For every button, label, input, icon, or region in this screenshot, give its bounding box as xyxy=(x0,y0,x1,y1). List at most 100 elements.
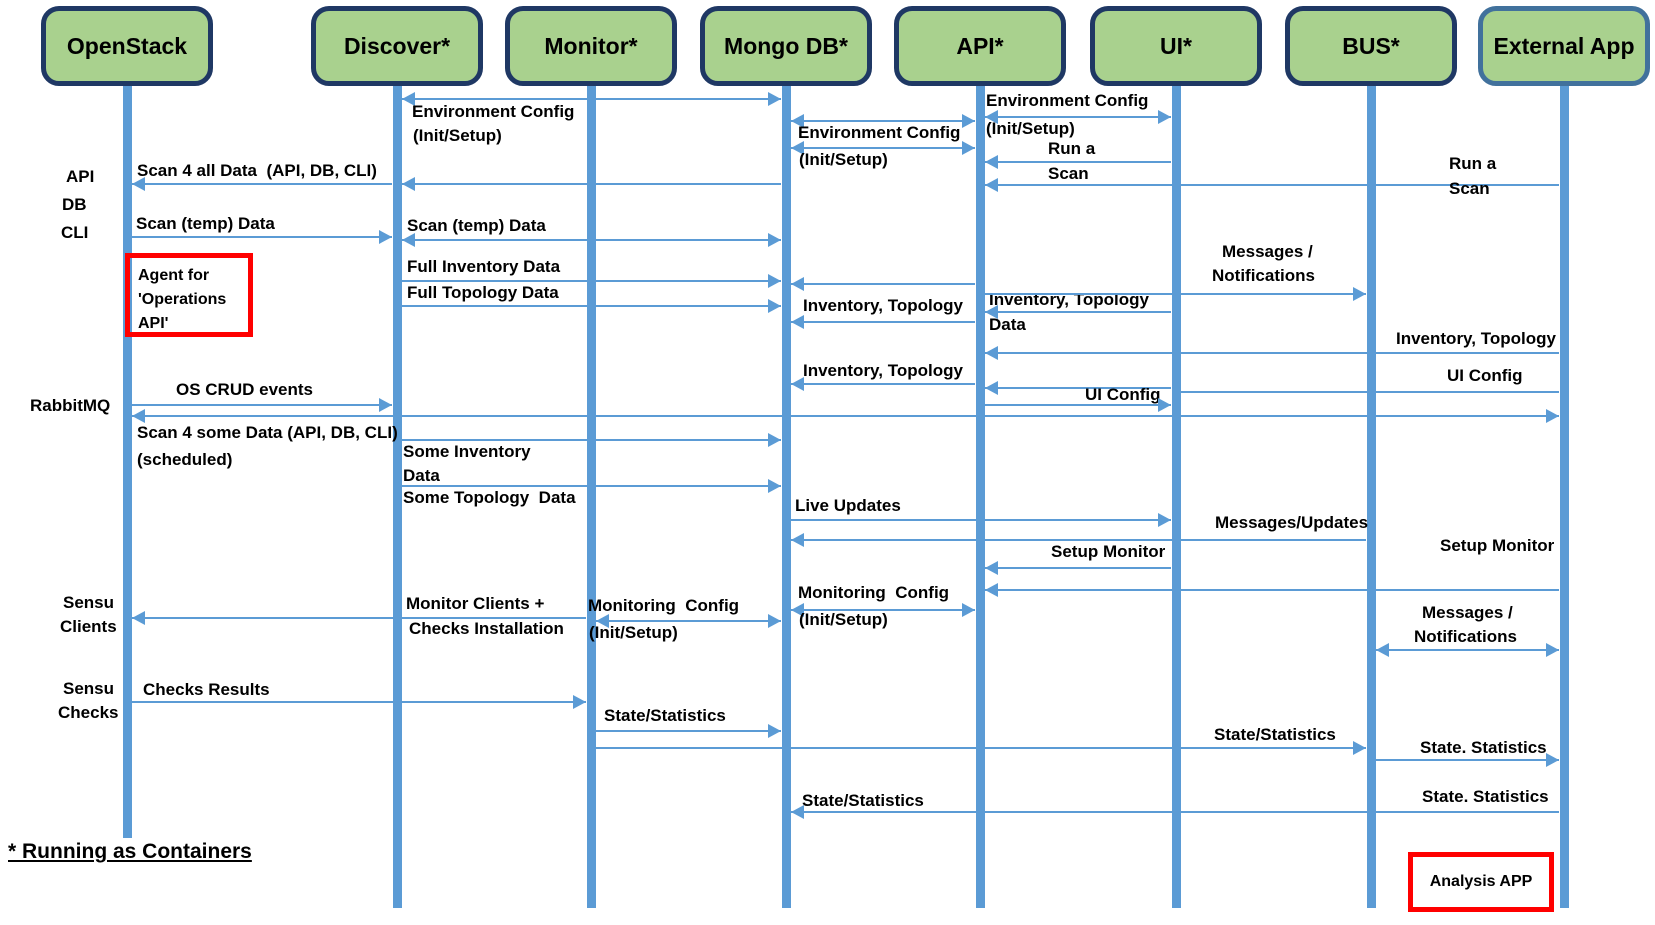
arrowhead-left-run-a-scan-ui-api xyxy=(985,155,998,169)
side-label-sensu: Sensu xyxy=(63,593,115,612)
lifeline-api xyxy=(975,86,985,908)
arrowhead-right-live-updates xyxy=(1158,513,1171,527)
actor-box-os: OpenStack xyxy=(41,6,213,86)
side-label-sensu: Sensu xyxy=(63,679,115,698)
message-label-env-config-disc-mongo-0: Environment Config xyxy=(412,102,575,121)
message-label-scan-temp-disc-mongo-0: Scan (temp) Data xyxy=(407,216,546,235)
message-label-monitoring-config-mongo-api-0: Monitoring Config xyxy=(798,583,950,602)
message-label-state-stats-mon-mongo-0: State/Statistics xyxy=(604,706,726,725)
side-label-db: DB xyxy=(62,195,87,214)
message-line-ui-config-ui-ext xyxy=(1181,391,1559,393)
message-label-monitor-clients-mon-os-0: Monitor Clients + xyxy=(406,594,545,613)
message-line-state-stats-ext-mongo xyxy=(791,811,1559,813)
arrowhead-left-inv-topo-api-mongo-3 xyxy=(791,377,804,391)
lifeline-bus xyxy=(1366,86,1376,908)
arrowhead-left-scan4some-os-ext xyxy=(132,409,145,423)
lifeline-mongo xyxy=(781,86,791,908)
message-label-full-inventory-0: Full Inventory Data xyxy=(407,257,561,276)
arrowhead-left-setup-monitor-ui-api xyxy=(985,561,998,575)
message-label-live-updates-0: Live Updates xyxy=(795,496,901,515)
message-line-setup-monitor-ui-api xyxy=(985,567,1171,569)
arrowhead-left-monitoring-config-mongo-api xyxy=(791,603,804,617)
message-label-messages-notifications-bus-ext-0: Messages / xyxy=(1422,603,1513,622)
message-line-scan-temp-os-disc xyxy=(132,236,392,238)
message-line-monitoring-config-mon-mongo xyxy=(596,620,781,622)
actor-box-mongo: Mongo DB* xyxy=(700,6,872,86)
arrowhead-left-scan-temp-disc-mongo xyxy=(402,233,415,247)
message-label-messages-notifications-bus-ext-1: Notifications xyxy=(1414,627,1517,646)
message-label-ui-config-ui-ext-0: UI Config xyxy=(1447,366,1523,385)
arrowhead-left-env-config-disc-mongo xyxy=(402,92,415,106)
message-line-env-config-api-ui xyxy=(985,116,1171,118)
arrowhead-left-inv-topo-ui-api xyxy=(985,305,998,319)
arrowhead-right-scan-temp-os-disc xyxy=(379,230,392,244)
callout-line: API' xyxy=(138,315,169,332)
message-line-os-crud-events xyxy=(132,404,392,406)
arrowhead-left-monitoring-config-mon-mongo xyxy=(596,614,609,628)
message-label-full-topology-0: Full Topology Data xyxy=(407,283,559,302)
actor-box-disc: Discover* xyxy=(311,6,483,86)
message-label-some-inventory-0: Some Inventory xyxy=(403,442,531,461)
message-label-some-inventory-1: Data xyxy=(403,466,440,485)
message-line-live-updates xyxy=(791,519,1171,521)
arrowhead-left-ui-config-ui-api xyxy=(985,381,998,395)
message-label-env-config-api-ui-0: Environment Config xyxy=(986,91,1149,110)
message-label-checks-results-os-mon-0: Checks Results xyxy=(143,680,270,699)
side-label-cli: CLI xyxy=(61,223,89,242)
actor-box-api: API* xyxy=(894,6,1066,86)
arrowhead-right-full-inventory xyxy=(768,274,781,288)
message-label-messages-notifications-api-bus-1: Notifications xyxy=(1212,266,1315,285)
message-label-env-config-mongo-api-2-1: (Init/Setup) xyxy=(799,150,888,169)
message-line-messages-notifications-bus-ext xyxy=(1376,649,1559,651)
arrowhead-right-messages-notifications-api-bus xyxy=(1353,287,1366,301)
message-line-scan4all-disc-os xyxy=(132,183,392,185)
arrowhead-right-scan-temp-disc-mongo xyxy=(768,233,781,247)
message-label-run-a-scan-ui-api-0: Run a xyxy=(1048,139,1096,158)
message-line-state-stats-mon-bus xyxy=(596,747,1366,749)
message-label-run-a-scan-ext-api-1: Scan xyxy=(1449,179,1490,198)
message-label-scan4some-os-ext-0: Scan 4 some Data (API, DB, CLI) xyxy=(137,423,398,442)
message-label-state-stats-bus-ext-0: State. Statistics xyxy=(1420,738,1547,757)
message-line-scan4all-mongo-disc xyxy=(402,183,781,185)
side-label-api: API xyxy=(66,167,95,186)
arrowhead-left-inv-topo-api-mongo-2 xyxy=(791,315,804,329)
actor-box-ext: External App xyxy=(1478,6,1650,86)
actor-box-mon: Monitor* xyxy=(505,6,677,86)
arrowhead-left-messages-updates-bus-mongo xyxy=(791,533,804,547)
message-line-full-inventory xyxy=(402,280,781,282)
arrowhead-right-env-config-mongo-api-1 xyxy=(962,114,975,128)
side-label-rabbitmq: RabbitMQ xyxy=(30,396,111,415)
message-label-scan4some-os-ext-1: (scheduled) xyxy=(137,450,233,469)
message-label-state-stats-mon-bus-0: State/Statistics xyxy=(1214,725,1336,744)
message-line-env-config-mongo-api-1 xyxy=(791,120,975,122)
message-label-run-a-scan-ext-api-0: Run a xyxy=(1449,154,1497,173)
message-label-env-config-api-ui-1: (Init/Setup) xyxy=(986,119,1075,138)
lifeline-ext xyxy=(1559,86,1569,908)
arrowhead-right-messages-notifications-bus-ext xyxy=(1546,643,1559,657)
arrowhead-right-os-crud-events xyxy=(379,398,392,412)
message-label-some-topology-0: Some Topology Data xyxy=(403,488,576,507)
actor-box-ui: UI* xyxy=(1090,6,1262,86)
message-label-messages-updates-bus-mongo-0: Messages/Updates xyxy=(1215,513,1369,532)
message-label-state-stats-ext-mongo-1: State. Statistics xyxy=(1422,787,1549,806)
arrowhead-left-inv-topo-ext-api xyxy=(985,346,998,360)
arrowhead-right-some-topology xyxy=(768,479,781,493)
message-line-messages-notifications-api-bus xyxy=(985,293,1366,295)
arrowhead-right-checks-results-os-mon xyxy=(573,695,586,709)
message-line-some-inventory xyxy=(402,439,781,441)
message-line-inv-topo-api-mongo-1 xyxy=(791,283,975,285)
arrowhead-right-env-config-mongo-api-2 xyxy=(962,141,975,155)
message-line-ui-config-api-ui xyxy=(985,404,1171,406)
message-line-env-config-disc-mongo xyxy=(402,98,781,100)
message-label-scan4all-disc-os-0: Scan 4 all Data (API, DB, CLI) xyxy=(137,161,377,180)
arrowhead-right-scan4some-os-ext xyxy=(1546,409,1559,423)
arrowhead-right-env-config-api-ui xyxy=(1158,110,1171,124)
callout-line: 'Operations xyxy=(138,291,227,308)
arrowhead-right-monitoring-config-mon-mongo xyxy=(768,614,781,628)
arrowhead-left-env-config-mongo-api-2 xyxy=(791,141,804,155)
arrowhead-left-state-stats-ext-mongo xyxy=(791,805,804,819)
arrowhead-right-some-inventory xyxy=(768,433,781,447)
message-label-monitoring-config-mongo-api-1: (Init/Setup) xyxy=(799,610,888,629)
arrowhead-left-monitor-clients-mon-os xyxy=(132,611,145,625)
